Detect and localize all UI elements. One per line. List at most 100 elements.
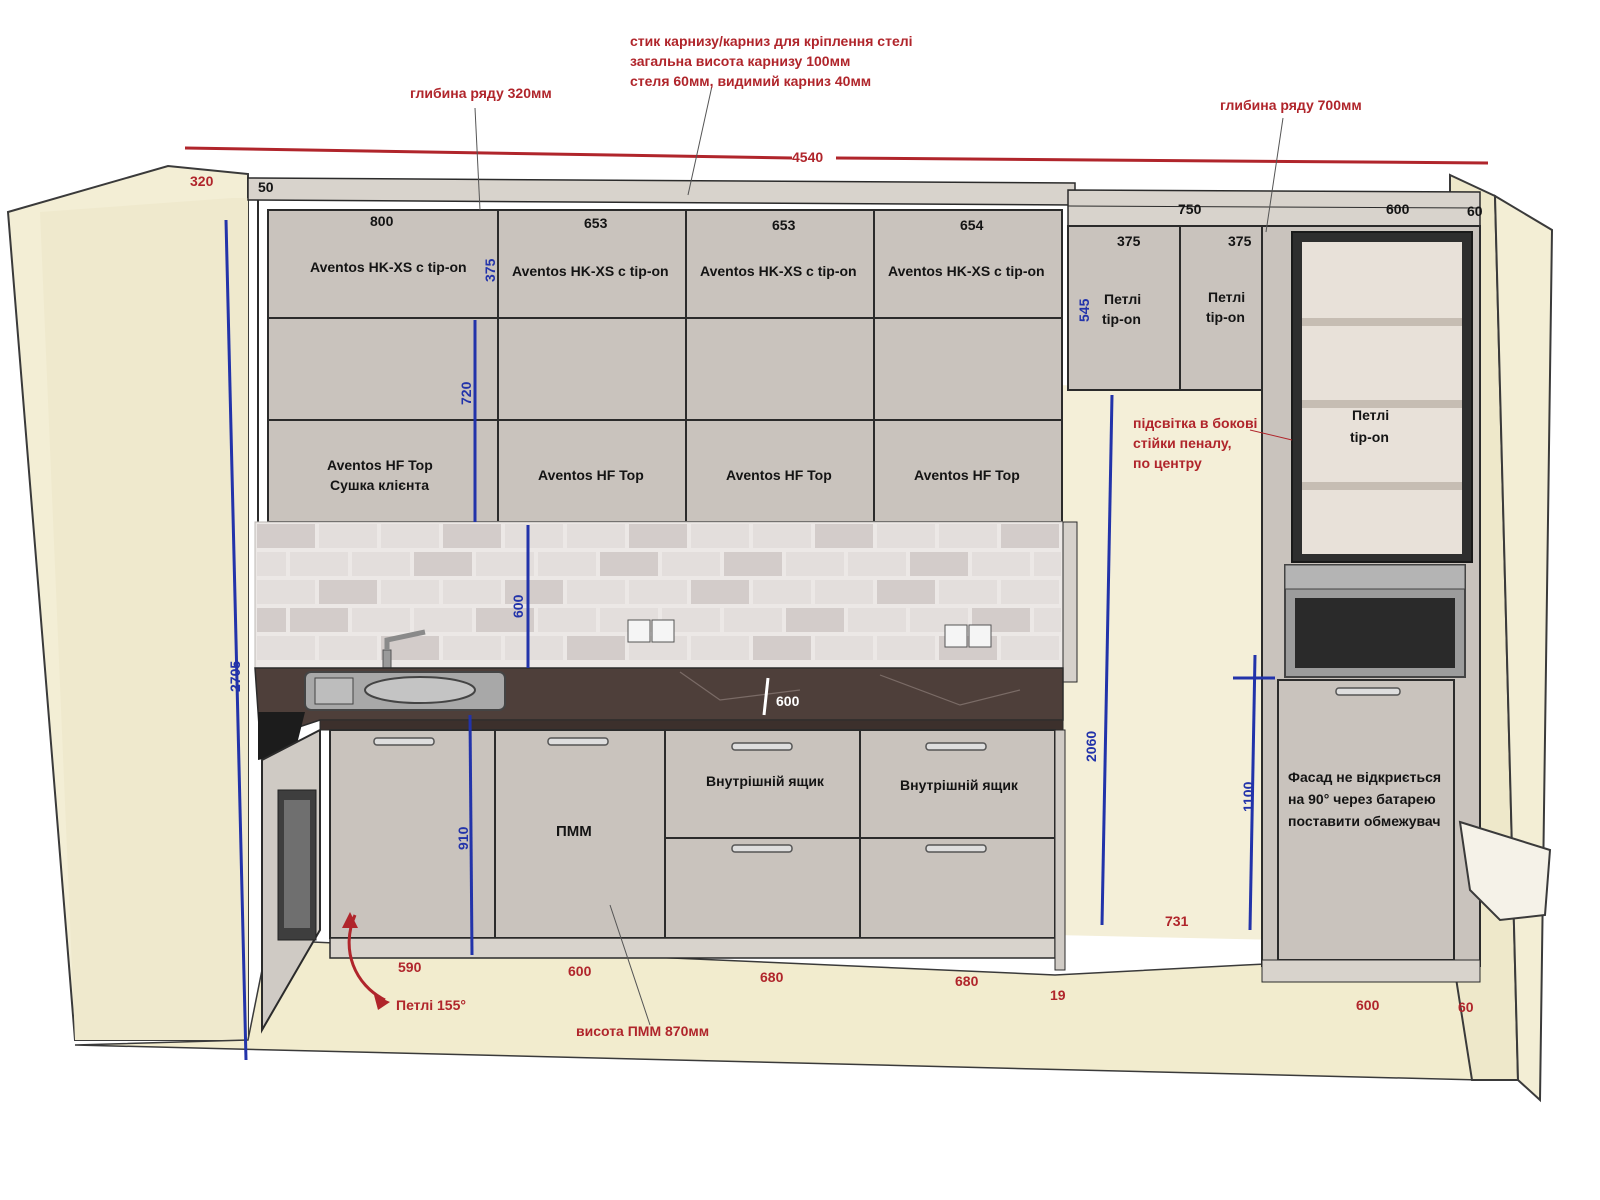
oven-tall[interactable]: [1284, 564, 1466, 678]
limiter-note-line-2: на 90° через батарею: [1288, 791, 1436, 807]
drawer-bottom-1[interactable]: [664, 837, 861, 939]
label-hinges-right-1-line-1: Петлі: [1104, 291, 1141, 307]
label-inner-drawer-2: Внутрішній ящик: [900, 777, 1019, 793]
backsplash-tile: [567, 524, 625, 548]
backsplash-tile: [443, 636, 501, 660]
hinges-155-note: Петлі 155°: [396, 997, 466, 1013]
backsplash-tile: [1034, 608, 1061, 632]
limiter-note: Фасад не відкриється на 90° через батаре…: [1288, 769, 1445, 829]
dim-tall-bottom-60: 60: [1458, 999, 1474, 1015]
dimension-lines: [184, 85, 1489, 1061]
dim-side-60: 60: [1467, 203, 1483, 219]
upper-mid-panel-1: [267, 317, 499, 421]
dim-base-680-1: 680: [760, 969, 784, 985]
backsplash-tile: [910, 552, 968, 576]
lighting-note-line-2: стійки пеналу,: [1133, 435, 1231, 451]
backsplash-tile: [414, 608, 472, 632]
backsplash-tile: [877, 524, 935, 548]
drawer-bottom-2[interactable]: [859, 837, 1056, 939]
socket-left: [627, 619, 675, 643]
dim-upper-800: 800: [370, 213, 394, 229]
upper-mid-panel-4: [873, 317, 1063, 421]
backsplash-tile: [505, 636, 563, 660]
dim-right-door-375-1: 375: [1117, 233, 1141, 249]
base-cabinets: [261, 728, 1066, 1034]
dim-base-600: 600: [568, 963, 592, 979]
sink[interactable]: [304, 671, 506, 711]
dim-counter-600: 600: [776, 693, 800, 709]
backsplash-tile: [319, 636, 377, 660]
backsplash-tile: [786, 552, 844, 576]
backsplash-tile: [724, 552, 782, 576]
backsplash-tile: [877, 636, 935, 660]
backsplash-tile: [724, 608, 782, 632]
handles: [373, 737, 987, 853]
backsplash-tile: [290, 608, 348, 632]
backsplash-tile: [538, 552, 596, 576]
limiter-note-line-1: Фасад не відкриється: [1288, 769, 1441, 785]
upper-lift-door-2[interactable]: [497, 209, 687, 319]
backsplash-tile: [1001, 580, 1059, 604]
radiator-shelf: [1458, 820, 1552, 922]
backsplash-tile: [414, 552, 472, 576]
upper-lift-door-4[interactable]: [873, 209, 1063, 319]
label-hinges-tall-line-2: tip-on: [1350, 429, 1389, 445]
backsplash-tile: [1034, 552, 1061, 576]
lighting-note: підсвітка в бокові стійки пеналу, по цен…: [1133, 415, 1261, 471]
backsplash-tile: [257, 524, 315, 548]
back-wall-gap: [1055, 385, 1280, 940]
dim-base-19: 19: [1050, 987, 1066, 1003]
dim-upper-720: 720: [458, 381, 474, 405]
upper-fold-door-1[interactable]: [267, 419, 499, 523]
backsplash: [254, 521, 1078, 683]
backsplash-tile: [257, 580, 315, 604]
backsplash-tile: [319, 580, 377, 604]
backsplash-tile: [476, 552, 534, 576]
backsplash-tile: [815, 524, 873, 548]
dim-upper-653-1: 653: [584, 215, 608, 231]
upper-lift-door-3[interactable]: [685, 209, 875, 319]
backsplash-tile: [939, 524, 997, 548]
height-1100-line: [1248, 654, 1257, 931]
backsplash-tile: [691, 636, 749, 660]
tall-bottom-door[interactable]: [1277, 679, 1455, 961]
label-hinges-tall-line-1: Петлі: [1352, 407, 1389, 423]
dim-base-590: 590: [398, 959, 422, 975]
backsplash-tile: [662, 552, 720, 576]
countertop: [254, 667, 1064, 760]
upper-fold-door-3[interactable]: [685, 419, 875, 523]
upper-fold-door-4[interactable]: [873, 419, 1063, 523]
label-hf-2: Aventos HF Top: [538, 467, 644, 483]
upper-lift-door-1[interactable]: [267, 209, 499, 319]
cornice: [247, 177, 1481, 227]
right-upper-door-1[interactable]: [1067, 225, 1181, 391]
cornice-note: стик карнизу/карниз для кріплення стелі …: [630, 33, 916, 89]
dim-right-545: 545: [1076, 298, 1092, 322]
dim-tall-600: 600: [1386, 201, 1410, 217]
label-hkxs-1: Aventos HK-XS с tip-on: [310, 259, 467, 275]
dim-battery-1100: 1100: [1240, 781, 1256, 812]
backsplash-tile: [1001, 636, 1059, 660]
dim-backsplash-600: 600: [510, 594, 526, 618]
backsplash-tile: [257, 608, 286, 632]
upper-cabinets-left: [257, 200, 1063, 523]
glass-door[interactable]: [1291, 231, 1473, 563]
dim-right-upper-750: 750: [1178, 201, 1202, 217]
dishwasher-height-note: висота ПММ 870мм: [576, 1023, 709, 1039]
dim-gap-731: 731: [1165, 913, 1189, 929]
dim-gap-2060: 2060: [1083, 731, 1099, 762]
label-inner-drawer-1: Внутрішній ящик: [706, 773, 825, 789]
upper-fold-door-2[interactable]: [497, 419, 687, 523]
backsplash-tile: [352, 608, 410, 632]
backsplash-tile: [290, 552, 348, 576]
backsplash-tile: [877, 580, 935, 604]
backsplash-tile: [629, 524, 687, 548]
backsplash-tile: [629, 580, 687, 604]
upper-cabinets-right: [1067, 225, 1293, 391]
dim-cornice-50: 50: [258, 179, 274, 195]
dishwasher-front[interactable]: [494, 729, 666, 939]
oven-left[interactable]: [277, 789, 317, 941]
cornice-note-line-3: стеля 60мм, видимий карниз 40мм: [630, 73, 871, 89]
backsplash-tile: [381, 524, 439, 548]
dim-overall-2705: 2705: [227, 661, 243, 692]
